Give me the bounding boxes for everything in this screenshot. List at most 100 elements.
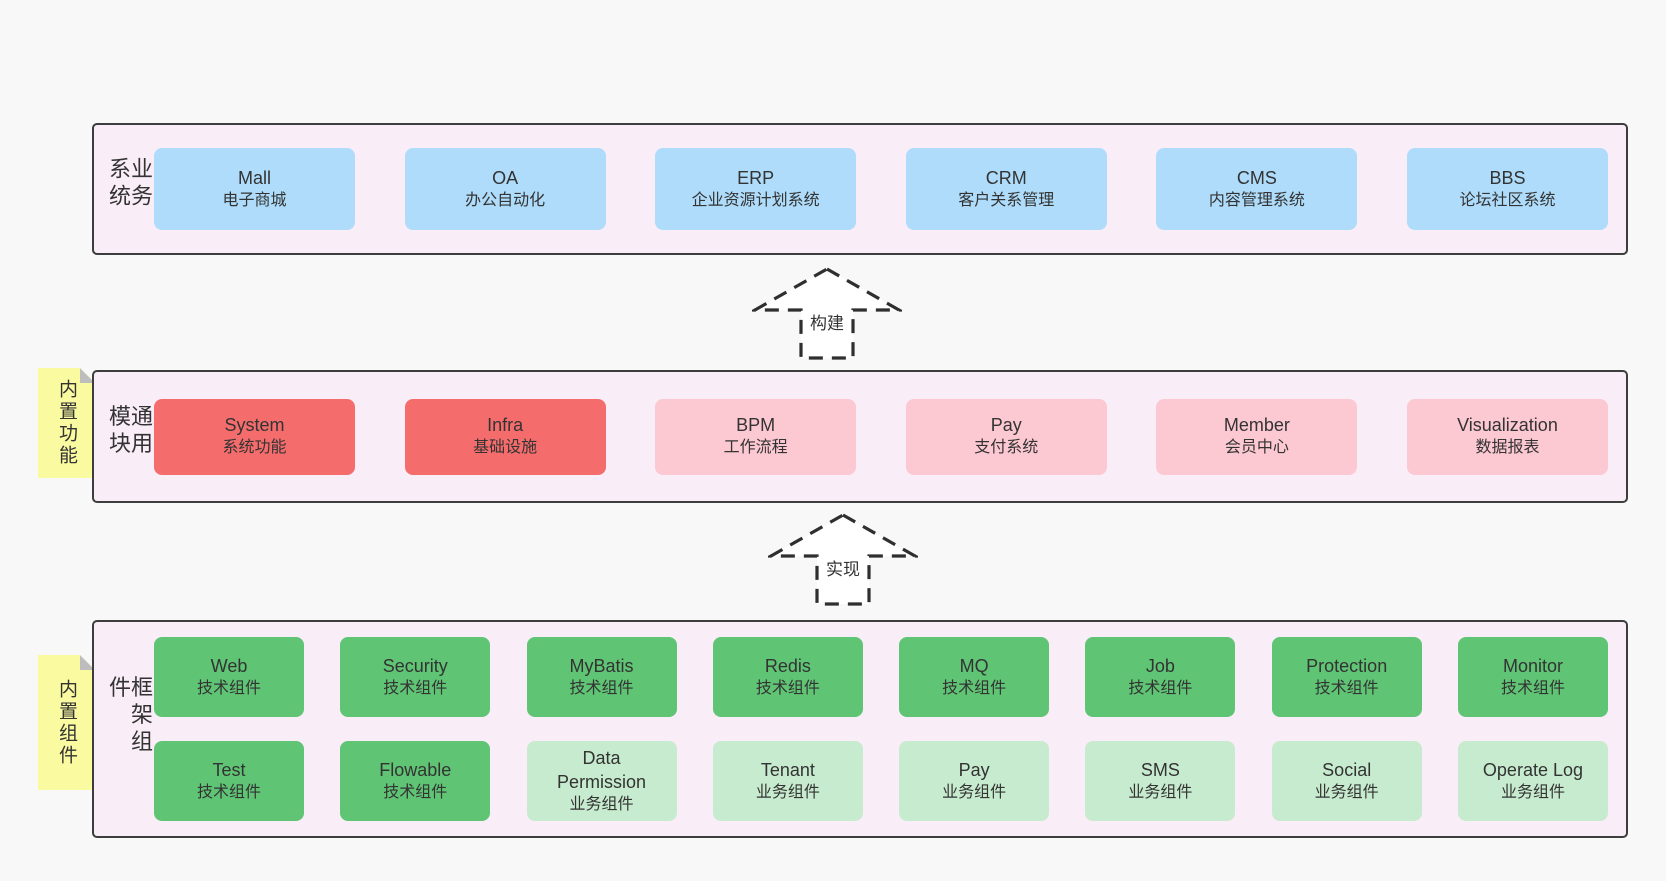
box-title: ERP [737, 167, 775, 188]
box-title: Pay [990, 415, 1022, 436]
box-title: Security [382, 655, 448, 676]
box-visualization: Visualization 数据报表 [1406, 398, 1608, 475]
box-title: Monitor [1502, 655, 1563, 676]
box-title: CRM [985, 167, 1027, 188]
layer-label-business: 业务系统 [106, 157, 153, 211]
box-subtitle: 技术组件 [755, 679, 820, 697]
layer-label-modules: 通用模块 [106, 404, 153, 459]
box-subtitle: 业务组件 [1128, 783, 1193, 801]
box-flowable: Flowable 技术组件 [340, 741, 491, 821]
layer-business-systems: 业务系统 Mall 电子商城 OA 办公自动化 ERP 企业资源计划系统 CRM 客户关系管理… [92, 123, 1628, 255]
box-bpm: BPM 工作流程 [655, 398, 857, 475]
arrow-build-outline [748, 267, 906, 360]
box-title: Protection [1306, 655, 1388, 676]
box-title: Member [1223, 415, 1290, 436]
box-title: Web [210, 655, 248, 676]
layer-common-modules: 通用模块 System 系统功能 Infra 基础设施 BPM 工作流程 Pay 支付系统 Me… [92, 370, 1628, 503]
box-pay: Pay 支付系统 [905, 398, 1107, 475]
box-subtitle: 技术组件 [569, 679, 634, 697]
box-monitor: Monitor 技术组件 [1457, 637, 1608, 717]
box-infra: Infra 基础设施 [404, 398, 606, 475]
box-subtitle: 技术组件 [942, 679, 1007, 697]
box-title: Tenant [760, 759, 815, 780]
box-subtitle: 技术组件 [383, 783, 448, 801]
box-subtitle: 技术组件 [1500, 679, 1565, 697]
box-subtitle: 技术组件 [383, 679, 448, 697]
box-subtitle: 技术组件 [1128, 679, 1193, 697]
box-subtitle: 系统功能 [222, 439, 287, 457]
box-title: BBS [1489, 167, 1526, 188]
box-mall: Mall 电子商城 [154, 148, 355, 230]
box-title: Operate Log [1482, 759, 1583, 780]
box-title: Test [212, 759, 246, 780]
business-boxes-area: Mall 电子商城 OA 办公自动化 ERP 企业资源计划系统 CRM 客户关系管理 CMS 内容… [154, 125, 1608, 253]
box-title: MyBatis [569, 655, 634, 676]
box-title: Pay [958, 759, 990, 780]
box-protection: Protection 技术组件 [1271, 637, 1422, 717]
box-oa: OA 办公自动化 [404, 148, 606, 230]
box-title: Job [1145, 655, 1175, 676]
box-subtitle: 业务组件 [569, 796, 634, 814]
box-security: Security 技术组件 [340, 637, 491, 717]
box-subtitle: 办公自动化 [465, 191, 546, 209]
box-member: Member 会员中心 [1156, 398, 1358, 475]
box-pay: Pay 业务组件 [899, 741, 1050, 821]
box-subtitle: 业务组件 [755, 783, 820, 801]
box-title: CMS [1236, 167, 1277, 188]
box-data-permission: Data Permission 业务组件 [526, 741, 677, 821]
box-subtitle: 电子商城 [222, 191, 287, 209]
box-subtitle: 内容管理系统 [1208, 191, 1305, 209]
box-system: System 系统功能 [154, 398, 355, 475]
box-title: Visualization [1457, 415, 1558, 436]
box-subtitle: 业务组件 [942, 783, 1007, 801]
arrow-implement-label: 实现 [826, 560, 860, 579]
box-subtitle: 客户关系管理 [958, 191, 1055, 209]
box-subtitle: 基础设施 [473, 439, 538, 457]
box-erp: ERP 企业资源计划系统 [655, 148, 857, 230]
box-subtitle: 会员中心 [1224, 439, 1289, 457]
box-subtitle: 业务组件 [1314, 783, 1379, 801]
note-text-builtin-components: 内置组件 [56, 678, 77, 767]
box-title: Infra [487, 415, 524, 436]
arrow-build: 构建 [748, 266, 906, 361]
box-tenant: Tenant 业务组件 [712, 741, 863, 821]
box-crm: CRM 客户关系管理 [905, 148, 1107, 230]
box-cms: CMS 内容管理系统 [1156, 148, 1358, 230]
box-title: Data Permission [557, 747, 647, 792]
box-subtitle: 工作流程 [723, 439, 788, 457]
box-title: OA [492, 167, 519, 188]
sticky-note-builtin-components: 内置组件 [38, 655, 95, 790]
box-subtitle: 业务组件 [1500, 783, 1565, 801]
arrow-build-label: 构建 [810, 314, 844, 333]
box-title: Flowable [379, 759, 452, 780]
modules-boxes-area: System 系统功能 Infra 基础设施 BPM 工作流程 Pay 支付系统 Member 会… [154, 372, 1608, 501]
box-title: Redis [764, 655, 811, 676]
arrow-implement-outline [764, 513, 922, 606]
box-subtitle: 技术组件 [1314, 679, 1379, 697]
layer-label-components: 框架组件 [106, 675, 153, 757]
box-subtitle: 支付系统 [974, 439, 1039, 457]
box-title: Mall [237, 167, 271, 188]
sticky-note-builtin-features: 内置功能 [38, 368, 95, 478]
box-subtitle: 企业资源计划系统 [691, 191, 820, 209]
note-text-builtin-features: 内置功能 [56, 379, 77, 467]
box-title: System [224, 415, 285, 436]
box-subtitle: 数据报表 [1475, 439, 1540, 457]
box-subtitle: 论坛社区系统 [1459, 191, 1556, 209]
box-title: BPM [736, 415, 776, 436]
arrow-implement: 实现 [764, 512, 922, 607]
box-operate-log: Operate Log 业务组件 [1457, 741, 1608, 821]
box-row: System 系统功能 Infra 基础设施 BPM 工作流程 Pay 支付系统 Member 会… [154, 398, 1608, 475]
box-row: Mall 电子商城 OA 办公自动化 ERP 企业资源计划系统 CRM 客户关系管理 CMS 内容… [154, 148, 1608, 230]
box-redis: Redis 技术组件 [712, 637, 863, 717]
box-mybatis: MyBatis 技术组件 [526, 637, 677, 717]
